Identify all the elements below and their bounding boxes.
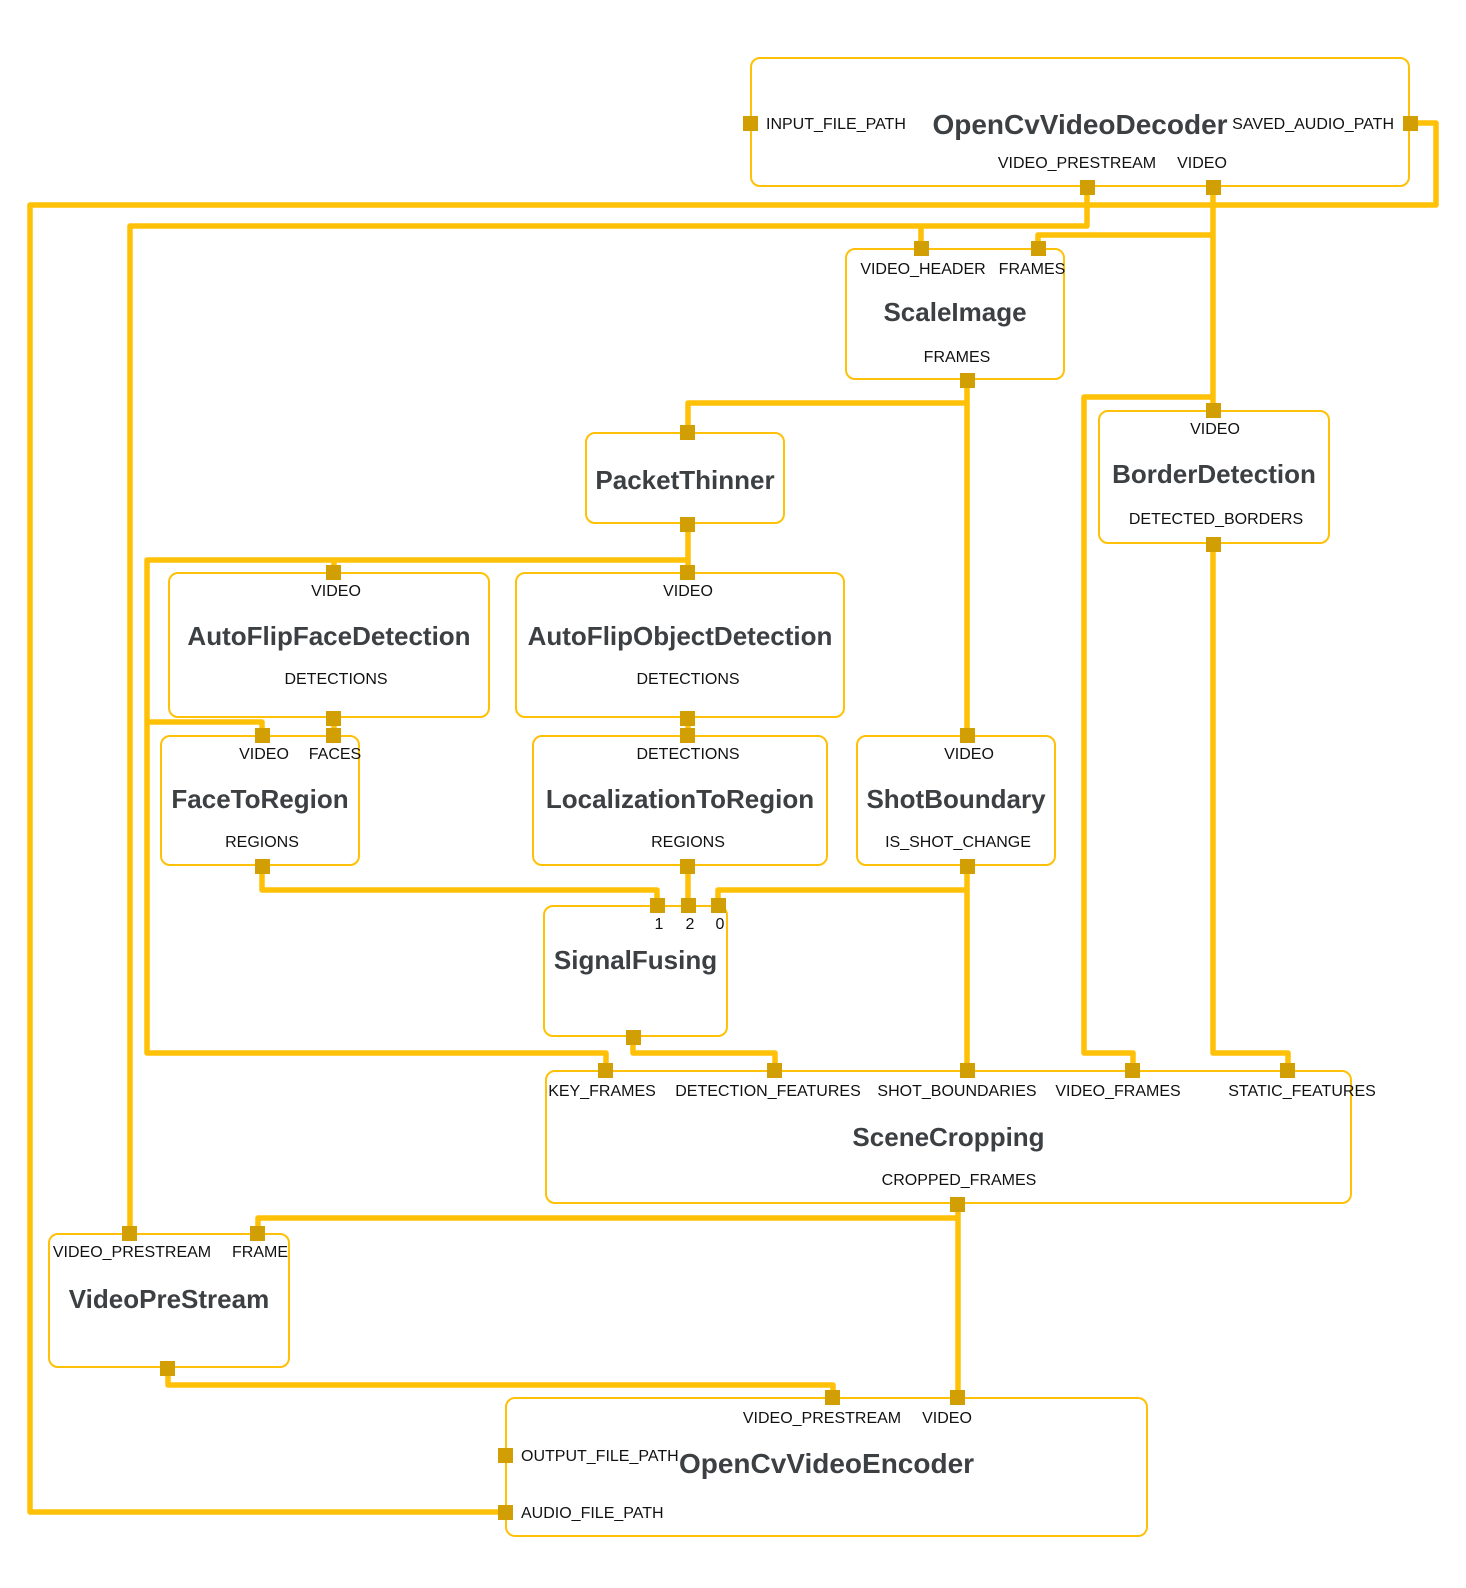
port-label-detections: DETECTIONS xyxy=(284,671,388,688)
node-face-to-region[interactable]: VIDEO FACES FaceToRegion REGIONS xyxy=(160,735,362,866)
node-scene-cropping[interactable]: KEY_FRAMES DETECTION_FEATURES SHOT_BOUND… xyxy=(545,1070,1376,1204)
port-label-audio-file-path: AUDIO_FILE_PATH xyxy=(521,1505,664,1522)
node-video-pre-stream[interactable]: VIDEO_PRESTREAM FRAME VideoPreStream xyxy=(48,1233,290,1368)
port-label-video: VIDEO xyxy=(663,583,713,600)
port-label-input-file-path: INPUT_FILE_PATH xyxy=(766,116,906,133)
port-label-video: VIDEO xyxy=(944,746,994,763)
port-label-shot-boundaries: SHOT_BOUNDARIES xyxy=(877,1083,1037,1100)
node-title: ShotBoundary xyxy=(866,784,1046,814)
node-title: OpenCvVideoEncoder xyxy=(678,1448,975,1479)
port-label-frames-out: FRAMES xyxy=(923,349,991,366)
node-scale-image[interactable]: VIDEO_HEADER FRAMES ScaleImage FRAMES xyxy=(845,248,1065,380)
edge-video-to-scale-frames xyxy=(1035,232,1213,248)
port-label-output-file-path: OUTPUT_FILE_PATH xyxy=(521,1448,679,1465)
port-label-is-shot-change: IS_SHOT_CHANGE xyxy=(885,834,1031,851)
port-label-faces: FACES xyxy=(308,746,362,763)
node-title: FaceToRegion xyxy=(171,784,349,814)
port-label-video: VIDEO xyxy=(239,746,289,763)
node-localization-to-region[interactable]: DETECTIONS LocalizationToRegion REGIONS xyxy=(532,735,828,866)
node-shot-boundary[interactable]: VIDEO ShotBoundary IS_SHOT_CHANGE xyxy=(856,735,1056,866)
edge-thinner-to-face-to-region-video xyxy=(147,719,265,735)
node-title: PacketThinner xyxy=(595,465,775,495)
port-label-static-features: STATIC_FEATURES xyxy=(1228,1083,1376,1100)
node-opencv-video-decoder[interactable]: INPUT_FILE_PATH OpenCvVideoDecoder SAVED… xyxy=(750,57,1410,187)
edge-cropped-to-prestream-frame xyxy=(255,1215,958,1233)
port-label-video: VIDEO xyxy=(1177,155,1227,172)
port-label-detection-features: DETECTION_FEATURES xyxy=(675,1083,861,1100)
edge-face-regions-to-fusing-1 xyxy=(259,866,660,905)
node-title: AutoFlipObjectDetection xyxy=(527,621,833,651)
node-title: LocalizationToRegion xyxy=(545,784,815,814)
edge-shot-change-to-fusing-0 xyxy=(715,887,967,905)
node-title: SignalFusing xyxy=(553,945,718,975)
port-label-video: VIDEO xyxy=(311,583,361,600)
port-label-regions: REGIONS xyxy=(651,834,725,851)
node-title: BorderDetection xyxy=(1112,459,1316,489)
port-label-detections: DETECTIONS xyxy=(636,671,740,688)
port-label-video-header: VIDEO_HEADER xyxy=(860,261,986,278)
edge-borders-to-static-features xyxy=(1210,544,1291,1070)
port-label-saved-audio-path: SAVED_AUDIO_PATH xyxy=(1232,116,1394,133)
node-title: OpenCvVideoDecoder xyxy=(932,109,1228,140)
port-label-video-prestream: VIDEO_PRESTREAM xyxy=(742,1410,902,1427)
port-label-frames-in: FRAMES xyxy=(998,261,1066,278)
port-label-cropped-frames: CROPPED_FRAMES xyxy=(881,1172,1037,1189)
port-label-video-frames: VIDEO_FRAMES xyxy=(1055,1083,1181,1100)
port-label-video: VIDEO xyxy=(1190,421,1240,438)
edge-fusing-to-detection-features xyxy=(630,1037,778,1070)
node-opencv-video-encoder[interactable]: VIDEO_PRESTREAM VIDEO OpenCvVideoEncoder… xyxy=(505,1397,1148,1537)
edge-scale-to-packet-thinner xyxy=(685,400,967,432)
port-label-0: 0 xyxy=(715,916,725,933)
node-title: AutoFlipFaceDetection xyxy=(187,621,471,651)
port-label-video-prestream: VIDEO_PRESTREAM xyxy=(997,155,1157,172)
port-label-frame: FRAME xyxy=(232,1244,288,1261)
node-packet-thinner[interactable]: PacketThinner xyxy=(585,432,785,524)
port-label-2: 2 xyxy=(685,916,695,933)
node-autoflip-face-detection[interactable]: VIDEO AutoFlipFaceDetection DETECTIONS xyxy=(168,572,490,718)
port-label-video-prestream: VIDEO_PRESTREAM xyxy=(52,1244,212,1261)
port-label-1: 1 xyxy=(654,916,664,933)
node-border-detection[interactable]: VIDEO BorderDetection DETECTED_BORDERS xyxy=(1098,410,1330,544)
node-title: ScaleImage xyxy=(883,297,1027,327)
port-label-detections: DETECTIONS xyxy=(636,746,740,763)
node-signal-fusing[interactable]: 1 2 0 SignalFusing xyxy=(543,905,728,1037)
port-label-key-frames: KEY_FRAMES xyxy=(548,1083,656,1100)
node-autoflip-object-detection[interactable]: VIDEO AutoFlipObjectDetection DETECTIONS xyxy=(515,572,845,718)
node-title: VideoPreStream xyxy=(68,1284,270,1314)
node-title: SceneCropping xyxy=(852,1122,1045,1152)
port-label-regions: REGIONS xyxy=(225,834,299,851)
port-label-video: VIDEO xyxy=(922,1410,972,1427)
port-label-detected-borders: DETECTED_BORDERS xyxy=(1128,511,1304,528)
edge-prestream-out-to-encoder xyxy=(165,1368,836,1397)
